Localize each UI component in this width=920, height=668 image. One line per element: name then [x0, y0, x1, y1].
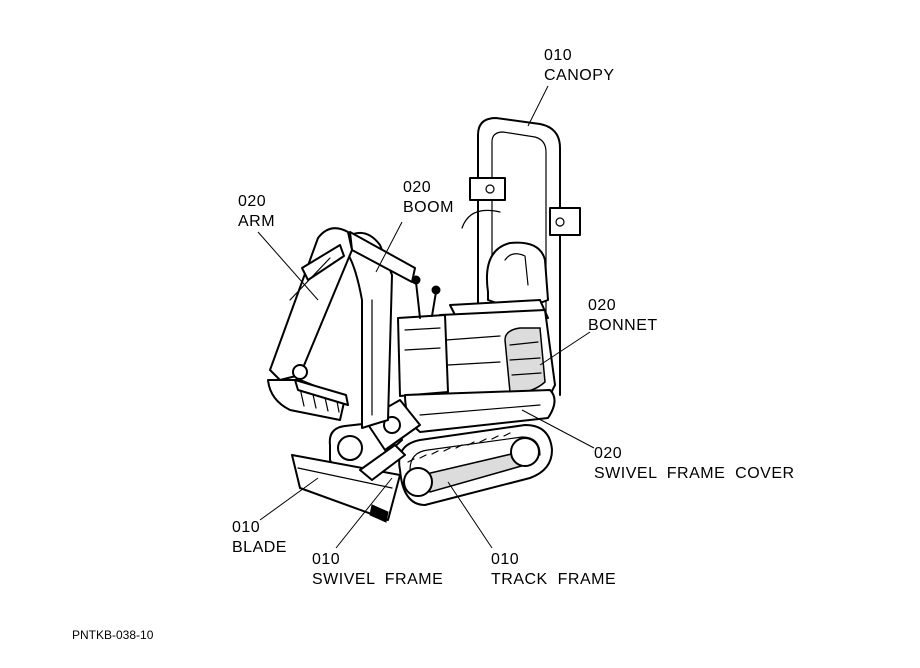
boom-label: BOOM [403, 199, 454, 216]
leader-swivel-frame-cover [521, 409, 595, 449]
leader-track-frame [447, 481, 493, 549]
leader-canopy [527, 85, 549, 127]
callout-boom: 020 BOOM [403, 178, 454, 218]
callout-blade: 010 BLADE [232, 518, 287, 558]
track-frame-code: 010 [491, 551, 520, 568]
track-frame-label: TRACK FRAME [491, 571, 617, 588]
leader-bonnet [539, 331, 591, 366]
track-frame-drawing [398, 424, 553, 506]
bonnet-label: BONNET [588, 317, 658, 334]
bonnet-code: 020 [588, 297, 617, 314]
control-levers-drawing [397, 275, 449, 397]
leader-swivel-frame [335, 477, 393, 549]
callout-swivel-frame-cover: 020 SWIVEL FRAME COVER [594, 444, 795, 484]
swivel-frame-code: 010 [312, 551, 341, 568]
leader-lines [257, 85, 595, 549]
arm-drawing [269, 227, 353, 381]
blade-drawing [291, 444, 406, 523]
arm-label: ARM [238, 213, 276, 230]
callout-canopy: 010 CANOPY [544, 46, 615, 86]
canopy-code: 010 [544, 47, 573, 64]
swivel-frame-cover-label: SWIVEL FRAME COVER [594, 465, 795, 482]
blade-label: BLADE [232, 539, 287, 556]
arm-code: 020 [238, 193, 267, 210]
leader-arm [257, 231, 319, 301]
canopy-label: CANOPY [544, 67, 615, 84]
swivel-frame-cover-code: 020 [594, 445, 623, 462]
blade-code: 010 [232, 519, 261, 536]
leader-blade [259, 477, 319, 521]
callout-arm: 020 ARM [238, 192, 275, 232]
figure-code: PNTKB-038-10 [72, 628, 154, 642]
callout-swivel-frame: 010 SWIVEL FRAME [312, 550, 443, 590]
callout-track-frame: 010 TRACK FRAME [491, 550, 616, 590]
swivel-frame-label: SWIVEL FRAME [312, 571, 444, 588]
boom-code: 020 [403, 179, 432, 196]
bucket-drawing [267, 379, 349, 421]
leader-boom [375, 221, 403, 273]
callout-bonnet: 020 BONNET [588, 296, 658, 336]
